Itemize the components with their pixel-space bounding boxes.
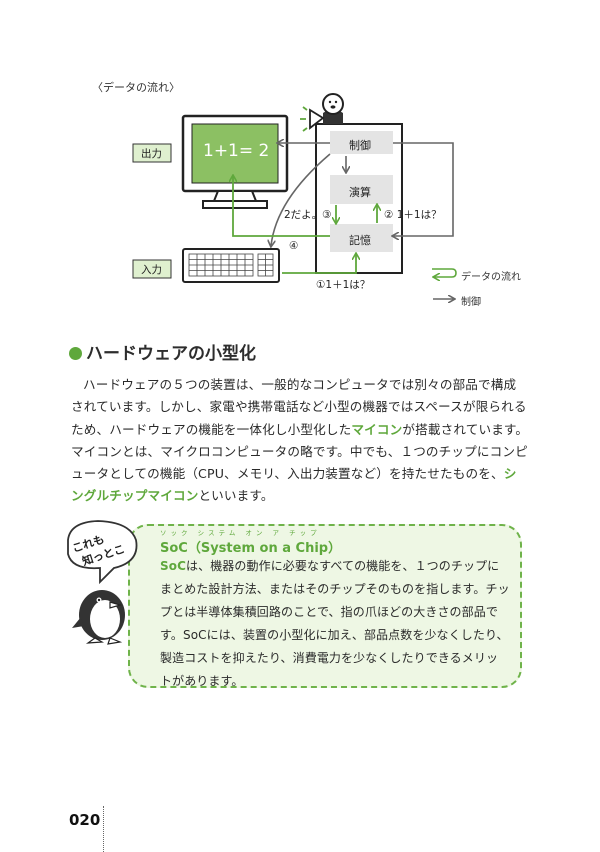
control-unit-box bbox=[330, 131, 393, 154]
term-soc: SoC bbox=[160, 559, 186, 573]
section-heading: ハードウェアの小型化 bbox=[69, 343, 256, 365]
output-tag bbox=[132, 143, 172, 163]
heading-bullet-icon bbox=[69, 347, 82, 360]
page-number-divider bbox=[103, 806, 104, 852]
term-microcontroller: マイコン bbox=[351, 421, 403, 437]
step3-label: 2だよ。③ bbox=[284, 209, 332, 221]
legend-data-arrow bbox=[432, 268, 457, 277]
speech-bubble-icon bbox=[67, 520, 138, 585]
term-single-chip-microcontroller: シングルチップマイコン bbox=[71, 466, 517, 504]
step1-label: ①1＋1は？ bbox=[316, 279, 371, 291]
operator-character-icon bbox=[300, 93, 344, 132]
input-tag-label: 入力 bbox=[141, 264, 162, 276]
memory-unit-label: 記憶 bbox=[349, 234, 371, 247]
compute-unit-box bbox=[330, 175, 393, 204]
input-tag bbox=[132, 259, 172, 279]
mascot-group bbox=[67, 520, 138, 645]
legend-control-label: 制御 bbox=[461, 297, 481, 308]
control-unit-label: 制御 bbox=[349, 139, 371, 152]
penguin-icon bbox=[72, 590, 125, 645]
monitor-icon bbox=[181, 114, 289, 209]
column-title-ruby: ソック システム オン ア チップ bbox=[160, 529, 321, 537]
diagram-caption: 〈データの流れ〉 bbox=[92, 81, 180, 94]
compute-unit-label: 演算 bbox=[349, 186, 371, 199]
body-paragraph: ハードウェアの５つの装置は、一般的なコンピュータでは別々の部品で構成されています… bbox=[71, 377, 529, 504]
keyboard-icon bbox=[182, 248, 280, 283]
step2-label: ② 1＋1は？ bbox=[384, 209, 442, 221]
output-tag-label: 出力 bbox=[141, 148, 162, 160]
column-body: SoCは、機器の動作に必要なすべての機能を、１つのチップにまとめた設計方法、また… bbox=[160, 559, 510, 688]
page-number: 020 bbox=[69, 811, 101, 829]
monitor-display-text: 1+1= 2 bbox=[203, 141, 270, 161]
column-title: SoC（System on a Chip） bbox=[160, 541, 342, 556]
column-box bbox=[128, 524, 522, 688]
legend-data-label: データの流れ bbox=[461, 272, 521, 283]
data-flow-diagram bbox=[132, 93, 457, 330]
memory-unit-box bbox=[330, 224, 393, 252]
step4-label: ④ bbox=[289, 240, 299, 252]
